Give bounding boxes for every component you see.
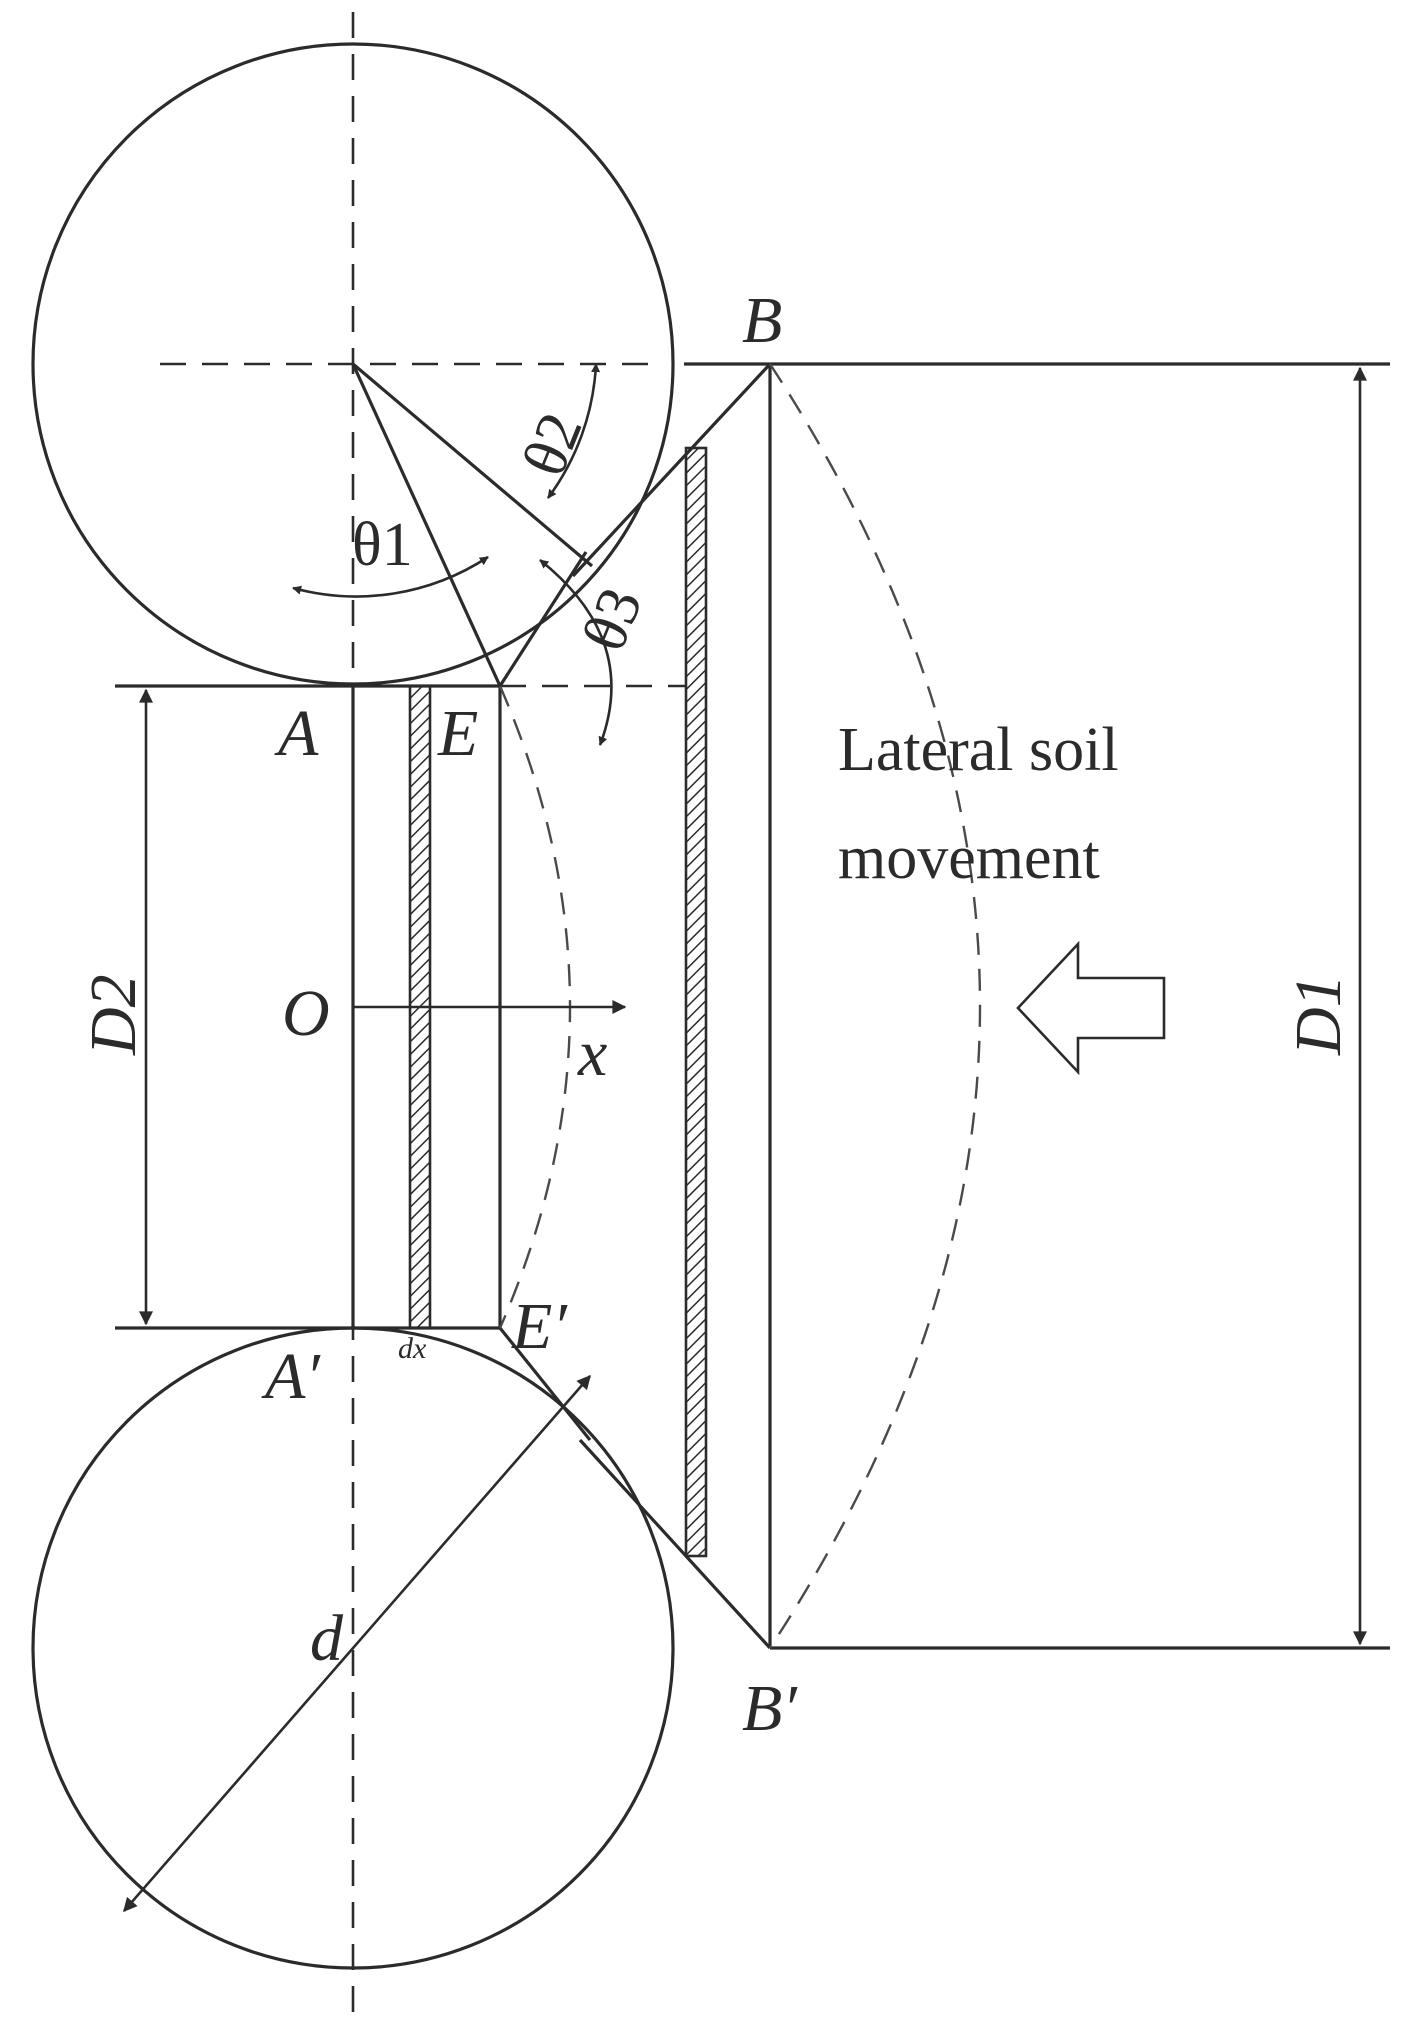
label-theta3: θ3 <box>570 578 656 660</box>
theta1-arc <box>292 555 489 598</box>
tangent-E <box>498 551 588 687</box>
radius-to-E <box>351 363 502 687</box>
radius-to-tangent <box>351 362 594 568</box>
label-D2: D2 <box>77 974 150 1056</box>
label-B-prime: B′ <box>742 1672 798 1745</box>
label-D1: D1 <box>1282 974 1355 1056</box>
theta3-arc <box>539 558 613 746</box>
label-B: B <box>742 284 782 357</box>
label-E: E <box>437 697 478 770</box>
label-d: d <box>310 1602 344 1675</box>
label-O: O <box>282 977 330 1050</box>
outer-soil-arch <box>768 363 982 1649</box>
movement-text: movement <box>838 824 1100 892</box>
lateral-soil-text: Lateral soil <box>838 716 1119 784</box>
label-A-prime: A′ <box>261 1340 321 1413</box>
theta2-arc <box>546 363 601 499</box>
hollow-left-arrow-icon <box>1016 940 1166 1076</box>
label-E-prime: E′ <box>511 1290 568 1363</box>
label-A: A <box>274 697 319 770</box>
outer-soil-strip <box>684 446 708 1558</box>
diameter-d <box>123 1374 591 1913</box>
tangent-B-prime <box>578 1438 772 1650</box>
label-x: x <box>577 1017 607 1090</box>
label-theta1: θ1 <box>352 511 413 579</box>
label-theta2: θ2 <box>510 403 596 485</box>
label-dx: dx <box>398 1332 427 1365</box>
tangent-B <box>571 362 772 578</box>
